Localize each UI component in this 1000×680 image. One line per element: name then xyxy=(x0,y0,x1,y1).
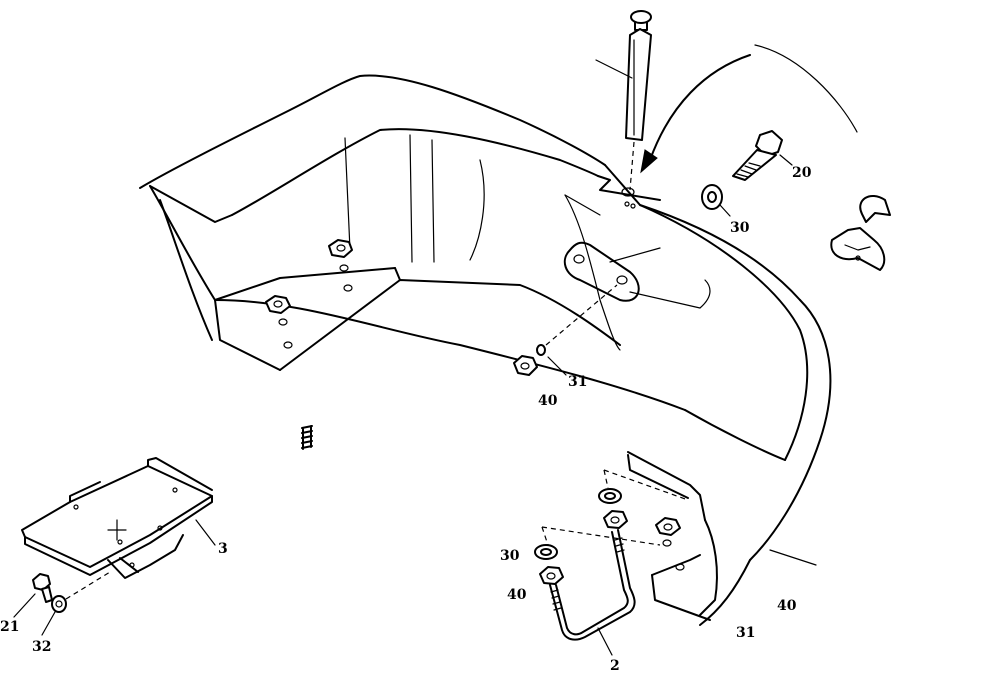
leader-line-right xyxy=(769,549,817,566)
callout-40-mid: 40 xyxy=(538,393,558,409)
nut-40-mid xyxy=(513,284,618,376)
lock-washer-32 xyxy=(41,571,111,636)
leader-dash-2 xyxy=(541,526,549,546)
callout-31-mid: 31 xyxy=(568,374,587,390)
callout-30-low: 30 xyxy=(500,548,520,564)
callout-30-top: 30 xyxy=(730,220,750,236)
curved-arrow-icon xyxy=(640,54,751,174)
leader-dash-3 xyxy=(603,469,689,501)
bolt-20 xyxy=(732,130,793,181)
nut-body-right xyxy=(655,517,681,536)
tow-pin xyxy=(595,10,652,191)
callout-2: 2 xyxy=(610,658,620,674)
leader-dash-4 xyxy=(603,469,609,489)
front-weight-body xyxy=(139,74,832,626)
washer-30-low xyxy=(534,544,558,560)
callout-21: 21 xyxy=(0,619,19,635)
callout-32: 32 xyxy=(32,639,51,655)
nut-40-low xyxy=(539,566,564,585)
callout-40-low: 40 xyxy=(507,587,527,603)
bolt-21 xyxy=(13,573,53,618)
callout-3: 3 xyxy=(218,541,228,557)
washer-30-top xyxy=(701,184,731,217)
spring xyxy=(301,425,313,450)
callout-20: 20 xyxy=(792,165,812,181)
bracket-plate-3 xyxy=(21,457,216,579)
nut-left-2 xyxy=(328,239,353,258)
nut-upper-right xyxy=(603,510,628,529)
u-bolt-2 xyxy=(549,529,636,656)
washer-upper-right xyxy=(598,488,622,504)
retaining-clip xyxy=(830,195,891,271)
leader-dash-1 xyxy=(541,526,661,546)
callout-31-right: 31 xyxy=(736,625,755,641)
nut-left-1 xyxy=(265,295,291,314)
callout-40-right: 40 xyxy=(777,598,797,614)
cable-line xyxy=(754,44,858,133)
